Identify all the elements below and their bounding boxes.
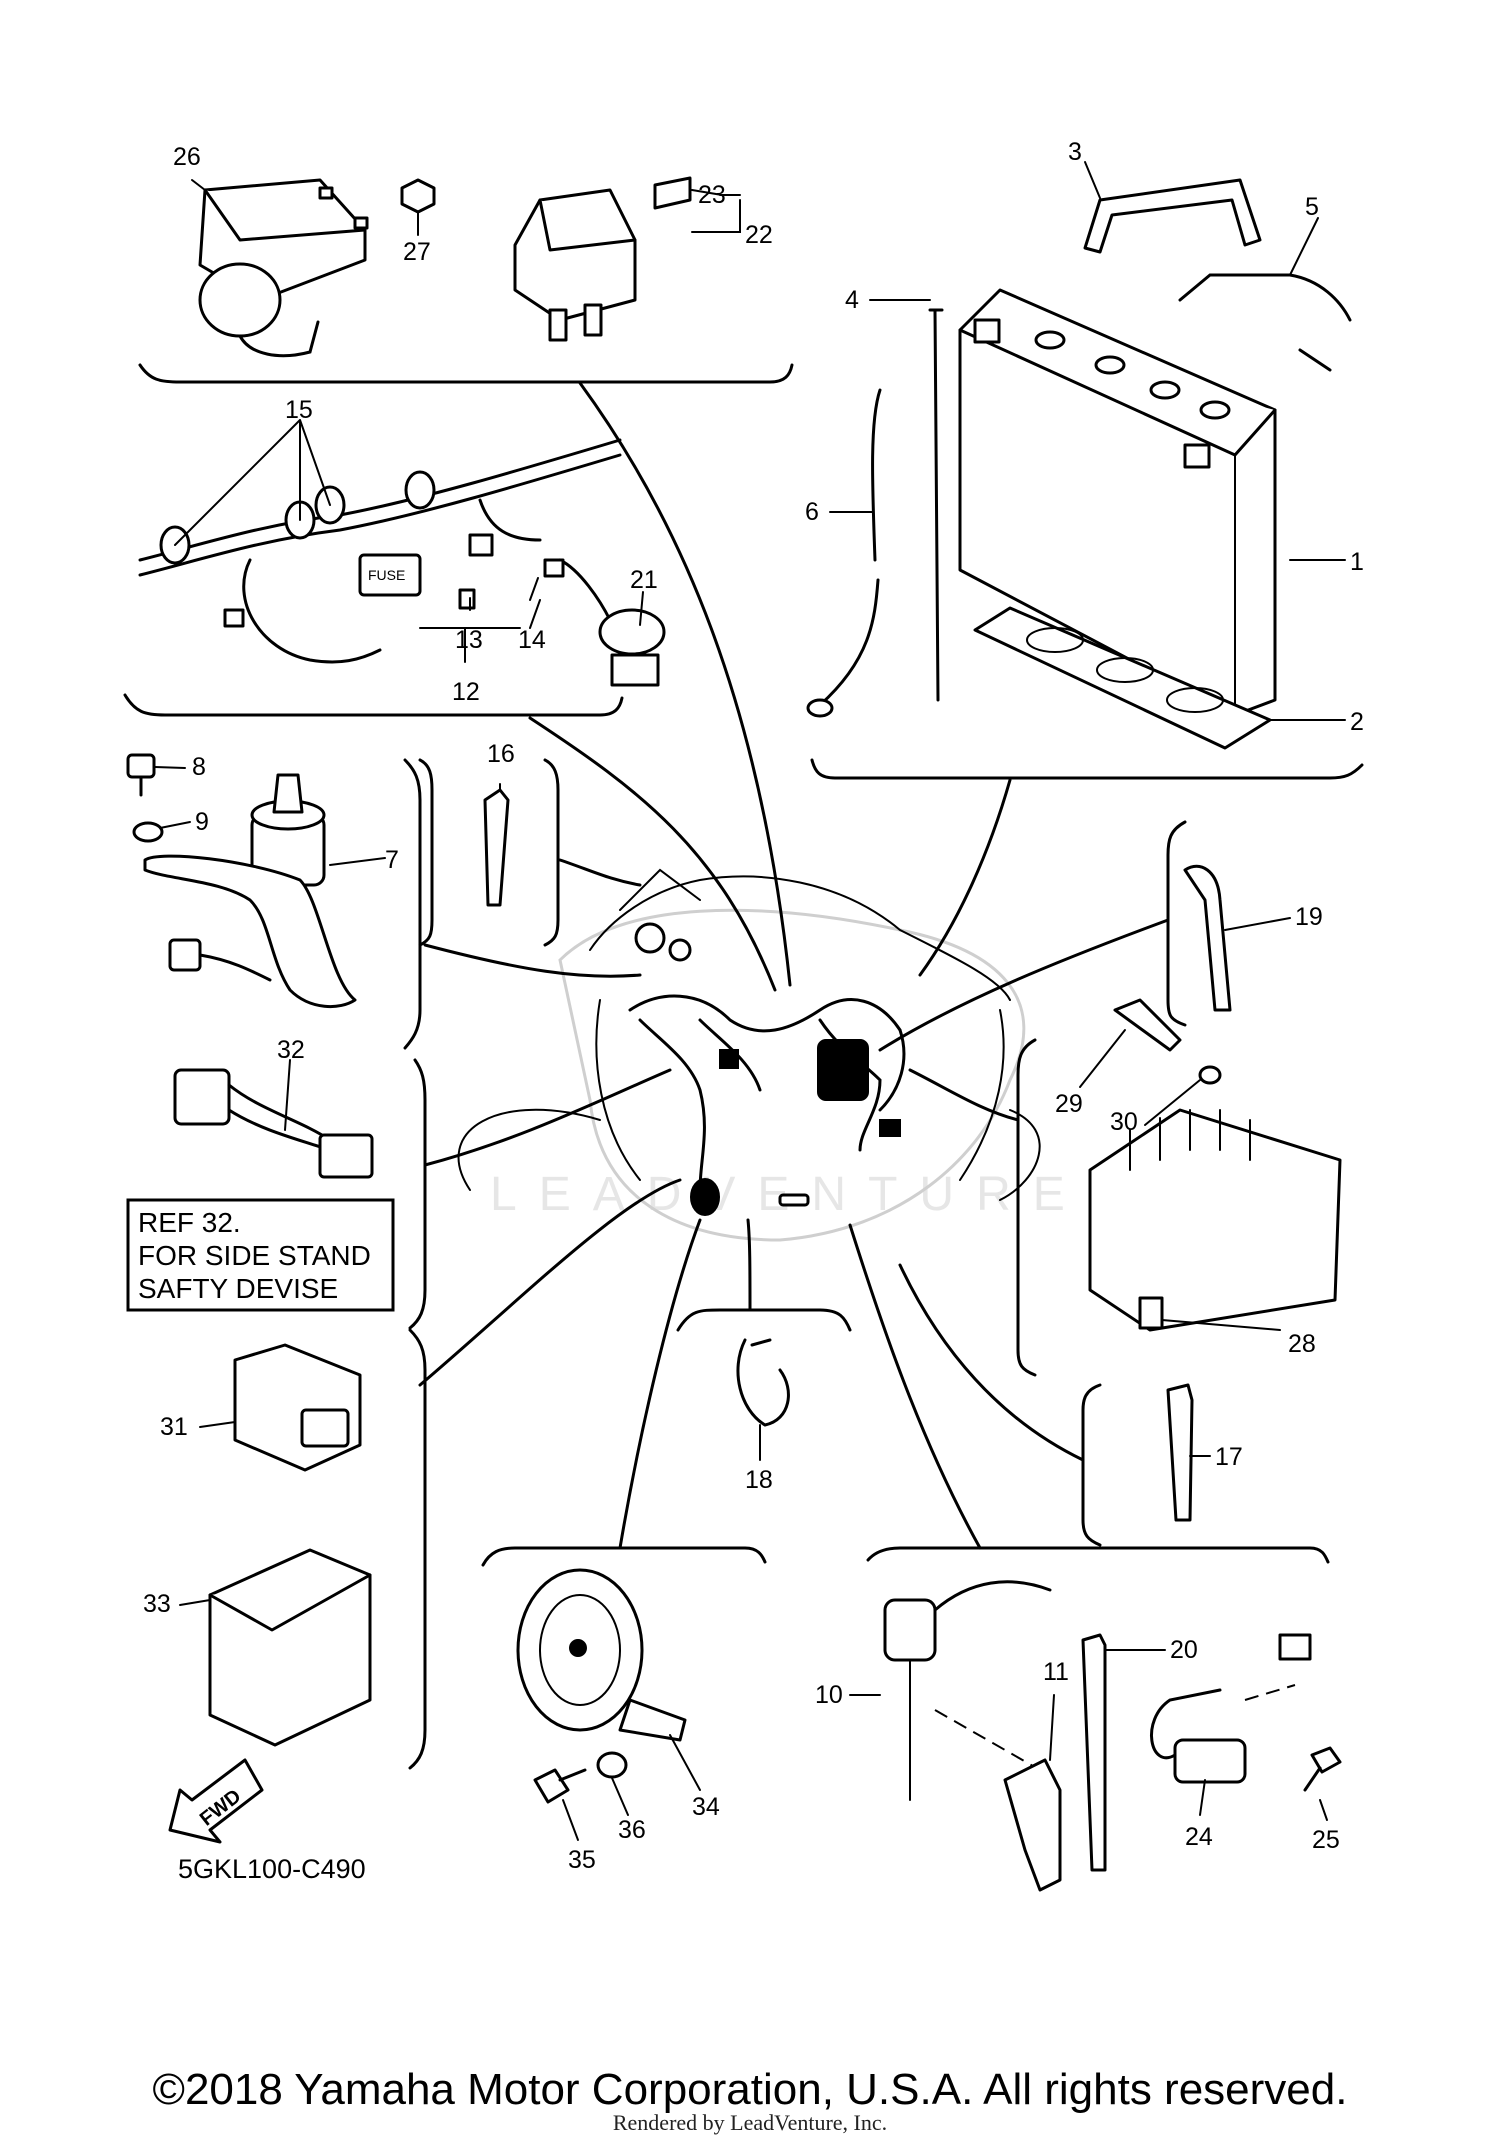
callout-2: 2 xyxy=(1350,708,1364,736)
callout-14: 14 xyxy=(518,626,546,654)
callout-27: 27 xyxy=(403,238,431,266)
callout-25: 25 xyxy=(1312,1826,1340,1854)
callout-36: 36 xyxy=(618,1816,646,1844)
part-15-harness-clamps[interactable] xyxy=(138,438,622,664)
part-30-washer[interactable] xyxy=(1198,1065,1222,1085)
fwd-arrow-icon: FWD xyxy=(168,1758,264,1844)
leader-lines xyxy=(418,381,1170,1550)
part-36-washer[interactable] xyxy=(596,1751,628,1779)
callout-32: 32 xyxy=(277,1036,305,1064)
part-31-relay[interactable] xyxy=(233,1343,362,1472)
callout-5: 5 xyxy=(1305,193,1319,221)
part-33-unit[interactable] xyxy=(208,1548,372,1747)
callout-leaders xyxy=(154,161,1346,1841)
part-24-sensor[interactable] xyxy=(1150,1633,1312,1784)
part-11-bracket[interactable] xyxy=(1003,1758,1062,1892)
wiring-harness xyxy=(628,922,906,1216)
part-26-relay[interactable] xyxy=(198,178,369,358)
callout-29: 29 xyxy=(1055,1090,1083,1118)
copyright-notice: ©2018 Yamaha Motor Corporation, U.S.A. A… xyxy=(152,2065,1348,2114)
callout-13: 13 xyxy=(455,626,483,654)
part-16-cable-tie[interactable] xyxy=(483,788,510,907)
callout-20: 20 xyxy=(1170,1636,1198,1664)
fuse-box-label: FUSE xyxy=(368,567,405,583)
part-27-nut[interactable] xyxy=(400,178,436,214)
part-4-vent-hose[interactable] xyxy=(928,308,944,702)
callout-24: 24 xyxy=(1185,1823,1213,1851)
ref-note-line-2: FOR SIDE STAND xyxy=(138,1240,371,1271)
part-23-fuse[interactable] xyxy=(653,176,692,210)
callout-28: 28 xyxy=(1288,1330,1316,1358)
section-outlines xyxy=(123,363,1364,1770)
callout-19: 19 xyxy=(1295,903,1323,931)
callout-18: 18 xyxy=(745,1466,773,1494)
callout-12: 12 xyxy=(452,678,480,706)
callout-23: 23 xyxy=(698,181,726,209)
frame-sketch xyxy=(457,868,1041,1242)
callout-8: 8 xyxy=(192,753,206,781)
watermark: LEADVENTURE xyxy=(490,1168,1087,1221)
callout-35: 35 xyxy=(568,1846,596,1874)
callout-34: 34 xyxy=(692,1793,720,1821)
callout-1: 1 xyxy=(1350,548,1364,576)
callout-11: 11 xyxy=(1043,1658,1069,1686)
part-9-washer[interactable] xyxy=(132,821,164,843)
part-20-cable-tie[interactable] xyxy=(1081,1633,1107,1872)
drawing-code: 5GKL100-C490 xyxy=(178,1854,366,1884)
callout-30: 30 xyxy=(1110,1108,1138,1136)
part-1-battery[interactable] xyxy=(958,288,1277,717)
part-19-cable-tie[interactable] xyxy=(1183,864,1232,1012)
callout-33: 33 xyxy=(143,1590,171,1618)
part-28-rectifier[interactable] xyxy=(1088,1108,1342,1332)
part-7-main-switch[interactable] xyxy=(143,773,357,1009)
part-3-strap[interactable] xyxy=(1083,178,1262,254)
connection-dashes xyxy=(934,1684,1296,1771)
part-34-horn[interactable] xyxy=(516,1568,687,1742)
callout-numbers: 1 2 3 4 5 6 7 8 9 10 11 12 13 14 15 16 1… xyxy=(143,138,1364,1874)
part-32-harness[interactable] xyxy=(173,1068,374,1179)
part-8-bolt[interactable] xyxy=(126,753,156,797)
ref-note-box: REF 32. FOR SIDE STAND SAFTY DEVISE xyxy=(126,1198,395,1312)
part-17-cable-tie[interactable] xyxy=(1166,1383,1194,1522)
callout-17: 17 xyxy=(1215,1443,1243,1471)
callout-7: 7 xyxy=(385,846,399,874)
part-5-lead[interactable] xyxy=(1178,273,1352,372)
part-29-bolt[interactable] xyxy=(1113,998,1182,1052)
callout-22: 22 xyxy=(745,221,773,249)
callout-6: 6 xyxy=(805,498,819,526)
part-6-lead[interactable] xyxy=(806,388,882,718)
rendered-by-notice: Rendered by LeadVenture, Inc. xyxy=(612,2110,888,2135)
part-10-switch[interactable] xyxy=(883,1580,1052,1801)
part-21-clamp[interactable] xyxy=(598,608,666,687)
callout-15: 15 xyxy=(285,396,313,424)
part-22-relay[interactable] xyxy=(513,188,637,342)
part-18-clamp[interactable] xyxy=(736,1338,790,1427)
callout-21: 21 xyxy=(630,566,658,594)
part-35-bolt[interactable] xyxy=(533,1768,587,1804)
ref-note-line-1: REF 32. xyxy=(138,1207,241,1238)
callout-3: 3 xyxy=(1068,138,1082,166)
callout-9: 9 xyxy=(195,808,209,836)
callout-10: 10 xyxy=(815,1681,843,1709)
callout-4: 4 xyxy=(845,286,859,314)
part-25-bolt[interactable] xyxy=(1303,1746,1342,1792)
ref-note-line-3: SAFTY DEVISE xyxy=(138,1273,338,1304)
callout-31: 31 xyxy=(160,1413,188,1441)
callout-16: 16 xyxy=(487,740,515,768)
callout-26: 26 xyxy=(173,143,201,171)
